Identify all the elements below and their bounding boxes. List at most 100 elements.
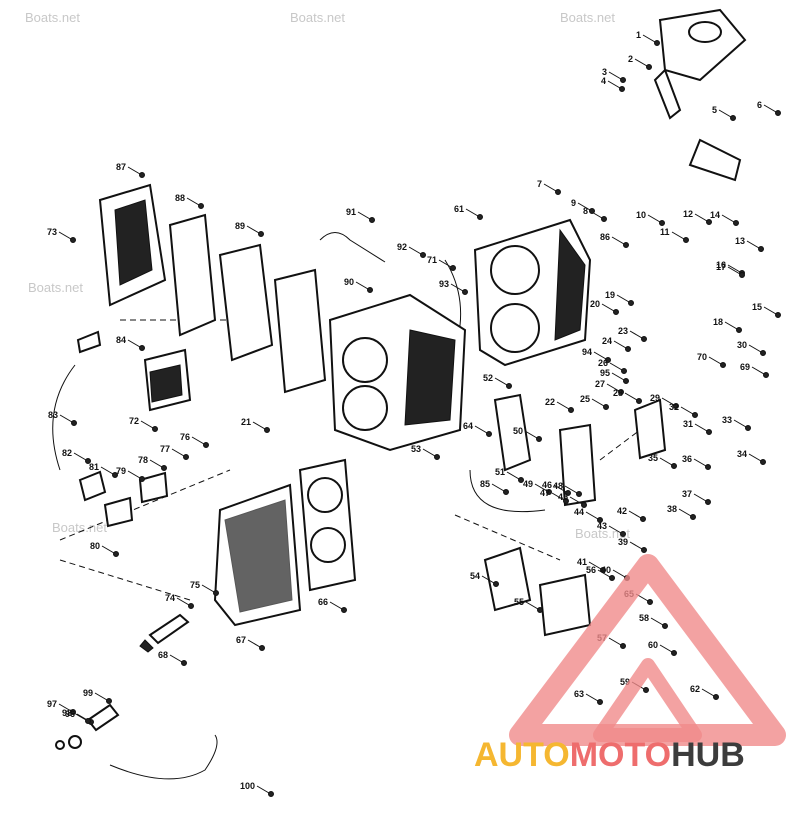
fitting-81 (78, 470, 107, 502)
leader-line (247, 639, 261, 648)
fastener-icon (434, 454, 440, 460)
leader-line (708, 356, 722, 365)
fastener-icon (139, 172, 145, 178)
part-label: 78 (138, 455, 148, 465)
fastener-icon (589, 208, 595, 214)
part-label: 22 (545, 397, 555, 407)
fastener-icon (628, 300, 634, 306)
fastener-icon (259, 645, 265, 651)
part-label: 6 (757, 100, 762, 110)
brand-auto: AUTO (474, 736, 570, 774)
leader-line (634, 58, 648, 67)
part-label: 24 (602, 336, 612, 346)
fastener-icon (683, 237, 689, 243)
leader-line (606, 383, 620, 392)
fastener-icon (597, 517, 603, 523)
leader-line (525, 601, 539, 610)
fastener-icon (758, 246, 764, 252)
fastener-icon (760, 459, 766, 465)
leader-line (534, 483, 548, 492)
part-label: 85 (480, 479, 490, 489)
fastener-icon (673, 403, 679, 409)
fastener-icon (369, 217, 375, 223)
leader-line (551, 492, 565, 501)
part-label: 71 (427, 255, 437, 265)
leader-line (408, 246, 422, 255)
part-label: 93 (439, 279, 449, 289)
part-label: 42 (617, 506, 627, 516)
part-label: 30 (737, 340, 747, 350)
leader-line (593, 351, 607, 360)
cylinder-block-86 (473, 218, 592, 367)
leader-line (693, 493, 707, 502)
fastener-icon (268, 791, 274, 797)
fastener-icon (70, 237, 76, 243)
connector-84 (76, 330, 102, 354)
part-label: 62 (690, 684, 700, 694)
fastener-icon (537, 607, 543, 613)
leader-line (678, 508, 692, 517)
fastener-icon (113, 551, 119, 557)
fastener-icon (775, 110, 781, 116)
leader-line (127, 470, 141, 479)
hose-85 (469, 469, 546, 513)
part-label: 70 (697, 352, 707, 362)
fastener-icon (636, 398, 642, 404)
part-label: 37 (682, 489, 692, 499)
fastener-icon (597, 699, 603, 705)
fastener-icon (730, 115, 736, 121)
watermark-text: Boats.net (28, 280, 83, 295)
fastener-icon (705, 464, 711, 470)
part-label: 15 (752, 302, 762, 312)
leader-line (127, 339, 141, 348)
fastener-icon (555, 189, 561, 195)
part-label: 29 (650, 393, 660, 403)
part-label: 21 (241, 417, 251, 427)
part-label: 80 (90, 541, 100, 551)
fastener-icon (706, 219, 712, 225)
part-label: 47 (540, 488, 550, 498)
fastener-icon (706, 429, 712, 435)
part-label: 35 (648, 453, 658, 463)
fastener-icon (662, 623, 668, 629)
leader-line (609, 362, 623, 371)
leader-line (59, 414, 73, 423)
gasket-90 (273, 268, 327, 394)
fastener-icon (139, 345, 145, 351)
leader-line (591, 398, 605, 407)
leader-line (724, 321, 738, 330)
leader-line (588, 561, 602, 570)
part-label: 32 (669, 402, 679, 412)
fastener-icon (620, 77, 626, 83)
part-label: 38 (667, 504, 677, 514)
part-label: 23 (618, 326, 628, 336)
part-label: 5 (712, 105, 717, 115)
fastener-icon (646, 64, 652, 70)
leader-line (601, 303, 615, 312)
part-label: 53 (411, 444, 421, 454)
part-label: 99 (83, 688, 93, 698)
part-label: 1 (636, 30, 641, 40)
leader-line (597, 569, 611, 578)
leader-line (671, 231, 685, 240)
leader-line (746, 240, 760, 249)
leader-line (564, 485, 578, 494)
fastener-icon (188, 603, 194, 609)
fastener-icon (641, 336, 647, 342)
leader-line (727, 266, 741, 275)
part-label: 60 (648, 640, 658, 650)
part-label: 97 (47, 699, 57, 709)
leader-line (616, 294, 630, 303)
fastener-icon (581, 502, 587, 508)
gasket-88 (168, 213, 217, 337)
linkage-45 (558, 423, 597, 507)
part-label: 44 (574, 507, 584, 517)
fastener-icon (647, 599, 653, 605)
leader-line (650, 617, 664, 626)
leader-line (357, 211, 371, 220)
fastener-icon (106, 698, 112, 704)
leader-line (751, 366, 765, 375)
leader-line (733, 419, 747, 428)
